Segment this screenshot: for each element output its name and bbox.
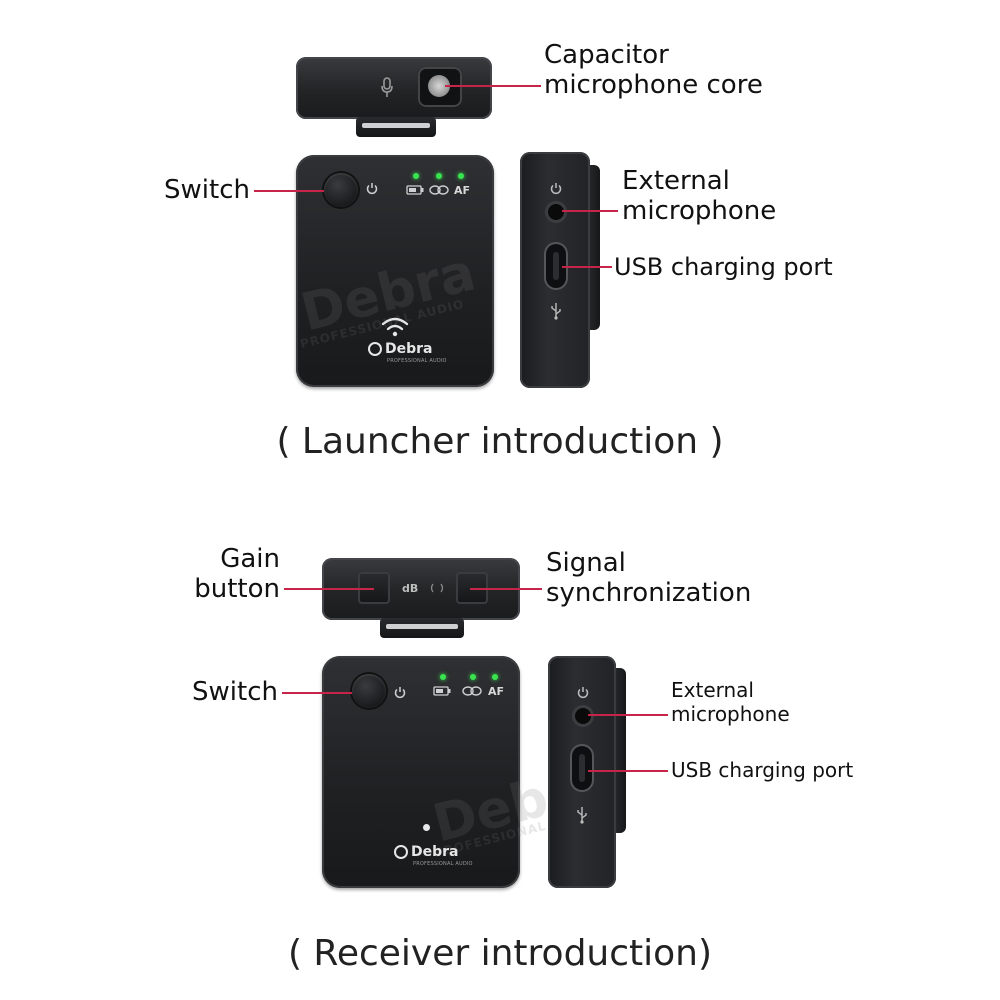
leader-mic-core xyxy=(445,85,541,87)
launcher-top-view xyxy=(296,57,492,119)
leader-launcher-usb xyxy=(562,266,612,268)
launcher-af-text: AF xyxy=(454,184,471,197)
usb-icon xyxy=(577,807,587,824)
receiver-led-battery xyxy=(440,674,446,680)
power-icon xyxy=(394,687,406,699)
receiver-led-link xyxy=(470,674,476,680)
receiver-status-dot xyxy=(423,824,430,831)
label-launcher-external-mic: External microphone xyxy=(622,166,777,226)
launcher-switch-button[interactable] xyxy=(324,173,358,207)
launcher-led-af xyxy=(458,173,464,179)
battery-icon xyxy=(406,185,424,195)
receiver-usb-port[interactable] xyxy=(572,746,592,790)
capacitor-mic-core xyxy=(418,67,462,107)
receiver-caption: ( Receiver introduction) xyxy=(287,933,713,974)
microphone-icon xyxy=(381,77,393,97)
label-launcher-usb: USB charging port xyxy=(614,253,833,281)
label-receiver-external-mic: External microphone xyxy=(671,678,790,726)
leader-receiver-switch xyxy=(282,692,352,694)
receiver-af-text: AF xyxy=(488,685,505,698)
sync-icon xyxy=(430,583,444,593)
link-icon xyxy=(429,185,449,195)
launcher-usb-port[interactable] xyxy=(546,244,566,288)
power-icon xyxy=(550,183,562,195)
receiver-brand-sub: PROFESSIONAL AUDIO xyxy=(413,861,473,867)
launcher-brand-sub: PROFESSIONAL AUDIO xyxy=(387,358,447,364)
launcher-brand-logo: Debra xyxy=(368,341,433,357)
brand-mark-icon xyxy=(368,342,382,356)
leader-launcher-external-mic xyxy=(562,210,618,212)
receiver-switch-button[interactable] xyxy=(352,674,386,708)
leader-receiver-gain xyxy=(284,588,374,590)
receiver-front-view: AF Debra PROFESSIONAL AUDIO Debra PROFES… xyxy=(322,656,613,888)
launcher-external-mic-jack[interactable] xyxy=(548,204,564,220)
label-receiver-signal: Signal synchronization xyxy=(546,548,752,608)
receiver-clip-base xyxy=(380,618,464,638)
link-icon xyxy=(462,686,482,696)
leader-receiver-usb xyxy=(588,770,668,772)
launcher-front-view: AF Debra PROFESSIONAL AUDIO Debra PROFES… xyxy=(295,155,494,387)
brand-mark-icon xyxy=(394,845,408,859)
launcher-led-link xyxy=(436,173,442,179)
power-icon xyxy=(577,687,589,699)
battery-icon xyxy=(433,686,451,696)
receiver-brand-logo: Debra xyxy=(394,844,459,860)
label-receiver-gain: Gain button xyxy=(194,544,280,604)
power-icon xyxy=(366,183,378,195)
launcher-side-view xyxy=(520,152,590,388)
label-receiver-usb: USB charging port xyxy=(671,758,854,782)
receiver-external-mic-jack[interactable] xyxy=(575,708,591,724)
launcher-led-battery xyxy=(413,173,419,179)
leader-receiver-signal xyxy=(470,588,542,590)
receiver-led-af xyxy=(492,674,498,680)
label-launcher-switch: Switch xyxy=(164,175,250,205)
leader-launcher-switch xyxy=(254,190,324,192)
usb-icon xyxy=(551,303,561,320)
wifi-icon xyxy=(381,317,409,337)
receiver-side-view xyxy=(548,656,616,888)
launcher-clip-base xyxy=(356,117,436,137)
receiver-db-mark: dB xyxy=(402,582,419,595)
leader-receiver-external-mic xyxy=(588,714,668,716)
label-receiver-switch: Switch xyxy=(192,677,278,707)
launcher-caption: ( Launcher introduction ) xyxy=(276,421,724,462)
label-mic-core: Capacitor microphone core xyxy=(544,40,763,100)
